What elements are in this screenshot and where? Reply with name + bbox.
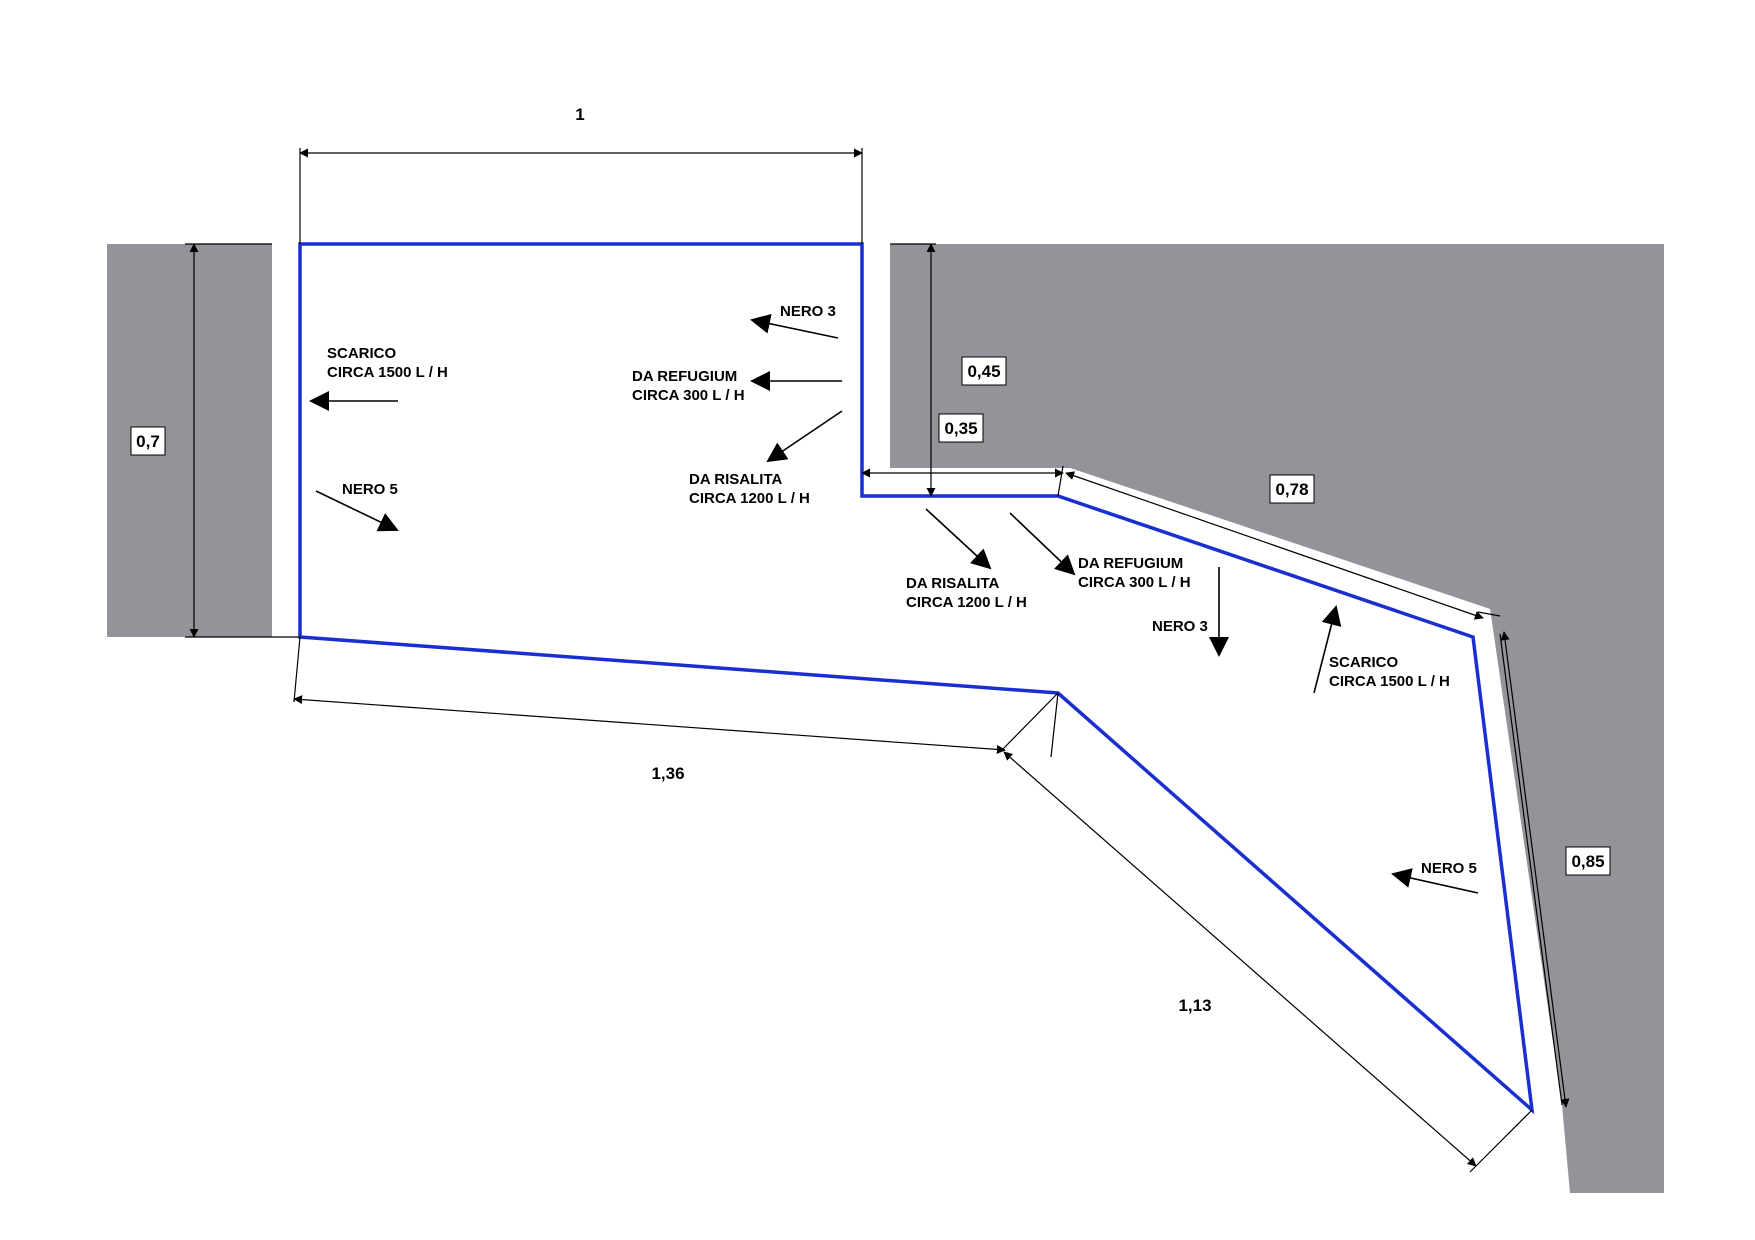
arrow-risalita-mid (925, 508, 992, 570)
dim-step-depth: 0,35 (944, 419, 977, 438)
label-risalita-top-1: DA RISALITA (689, 471, 782, 488)
dim-bottom-left: 1,36 (651, 764, 684, 783)
arrow-risalita-top (766, 410, 843, 463)
label-scarico-left-2: CIRCA 1500 L / H (327, 364, 448, 381)
dim-step-height-box (961, 356, 1007, 386)
dim-bottom-left-line (293, 695, 1006, 754)
dim-left-box (130, 426, 166, 456)
dim-bottom-right-ext (1469, 1109, 1533, 1173)
dim-right-box (1565, 846, 1611, 876)
dim-bottom-mid-ext-2 (999, 692, 1059, 753)
dim-bottom-left-ext (293, 636, 301, 703)
label-refugium-top-2: CIRCA 300 L / H (632, 387, 745, 404)
dim-bottom-right: 1,13 (1178, 996, 1211, 1015)
label-scarico-right-1: SCARICO (1329, 654, 1399, 671)
arrow-nero5-right (1391, 868, 1479, 894)
label-refugium-mid-2: CIRCA 300 L / H (1078, 574, 1191, 591)
label-risalita-top-2: CIRCA 1200 L / H (689, 490, 810, 507)
dim-right-side: 0,85 (1571, 852, 1604, 871)
label-nero3-mid: NERO 3 (1152, 618, 1208, 635)
dim-step-depth-ext (1057, 465, 1064, 497)
label-risalita-mid-2: CIRCA 1200 L / H (906, 594, 1027, 611)
label-scarico-left-1: SCARICO (327, 345, 397, 362)
label-risalita-mid-1: DA RISALITA (906, 575, 999, 592)
dim-left-height: 0,7 (136, 432, 160, 451)
dim-right-line (1500, 631, 1570, 1108)
tank-outline (298, 242, 1535, 1115)
dim-step-height: 0,45 (967, 362, 1000, 381)
dim-bottom-right-line (1003, 751, 1477, 1167)
dim-right-line-2 (1499, 633, 1563, 1106)
gap-left (272, 244, 300, 637)
dim-bottom-mid-ext (1050, 692, 1059, 758)
label-scarico-right-2: CIRCA 1500 L / H (1329, 673, 1450, 690)
label-refugium-top-1: DA REFUGIUM (632, 368, 737, 385)
arrow-nero3-top (750, 313, 839, 339)
dim-slant-line (1065, 471, 1484, 620)
arrow-refugium-mid (1009, 512, 1076, 576)
arrow-nero5-left (315, 490, 399, 532)
dim-slanted-top: 0,78 (1275, 480, 1308, 499)
dim-slant-box (1269, 474, 1315, 504)
label-nero5-left: NERO 5 (342, 481, 398, 498)
dim-slant-ext-right (1477, 611, 1501, 617)
dim-step-depth-box (938, 413, 984, 443)
label-refugium-mid-1: DA REFUGIUM (1078, 555, 1183, 572)
arrow-scarico-right (1313, 605, 1342, 694)
label-nero3-top: NERO 3 (780, 303, 836, 320)
label-nero5-right: NERO 5 (1421, 860, 1477, 877)
dim-top-width: 1 (575, 105, 584, 124)
